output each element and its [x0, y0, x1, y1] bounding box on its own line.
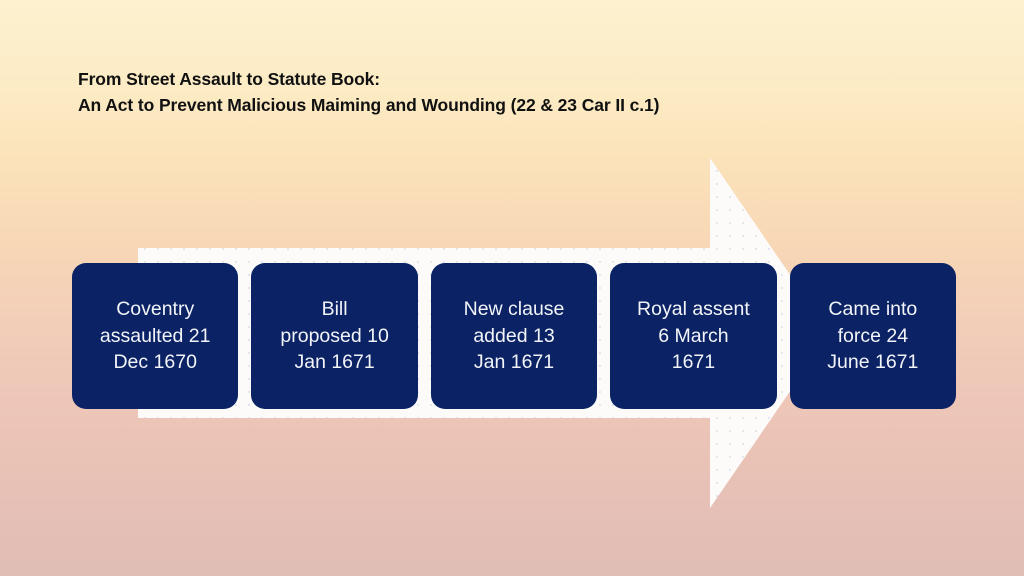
timeline-steps: Coventry assaulted 21 Dec 1670 Bill prop…: [72, 263, 957, 409]
timeline-step-5[interactable]: Came into force 24 June 1671: [789, 263, 957, 409]
page-title: From Street Assault to Statute Book: An …: [78, 69, 660, 116]
timeline-step-1-label: Coventry assaulted 21 Dec 1670: [99, 297, 211, 374]
timeline-step-1[interactable]: Coventry assaulted 21 Dec 1670: [72, 263, 239, 409]
timeline-step-3[interactable]: New clause added 13 Jan 1671: [430, 263, 598, 409]
timeline-step-2-label: Bill proposed 10 Jan 1671: [280, 297, 389, 374]
timeline-step-4[interactable]: Royal assent 6 March 1671: [610, 263, 777, 409]
timeline-step-3-label: New clause added 13 Jan 1671: [463, 297, 565, 374]
timeline-step-4-label: Royal assent 6 March 1671: [637, 297, 750, 374]
timeline-step-5-label: Came into force 24 June 1671: [827, 297, 919, 374]
timeline-step-2[interactable]: Bill proposed 10 Jan 1671: [251, 263, 418, 409]
